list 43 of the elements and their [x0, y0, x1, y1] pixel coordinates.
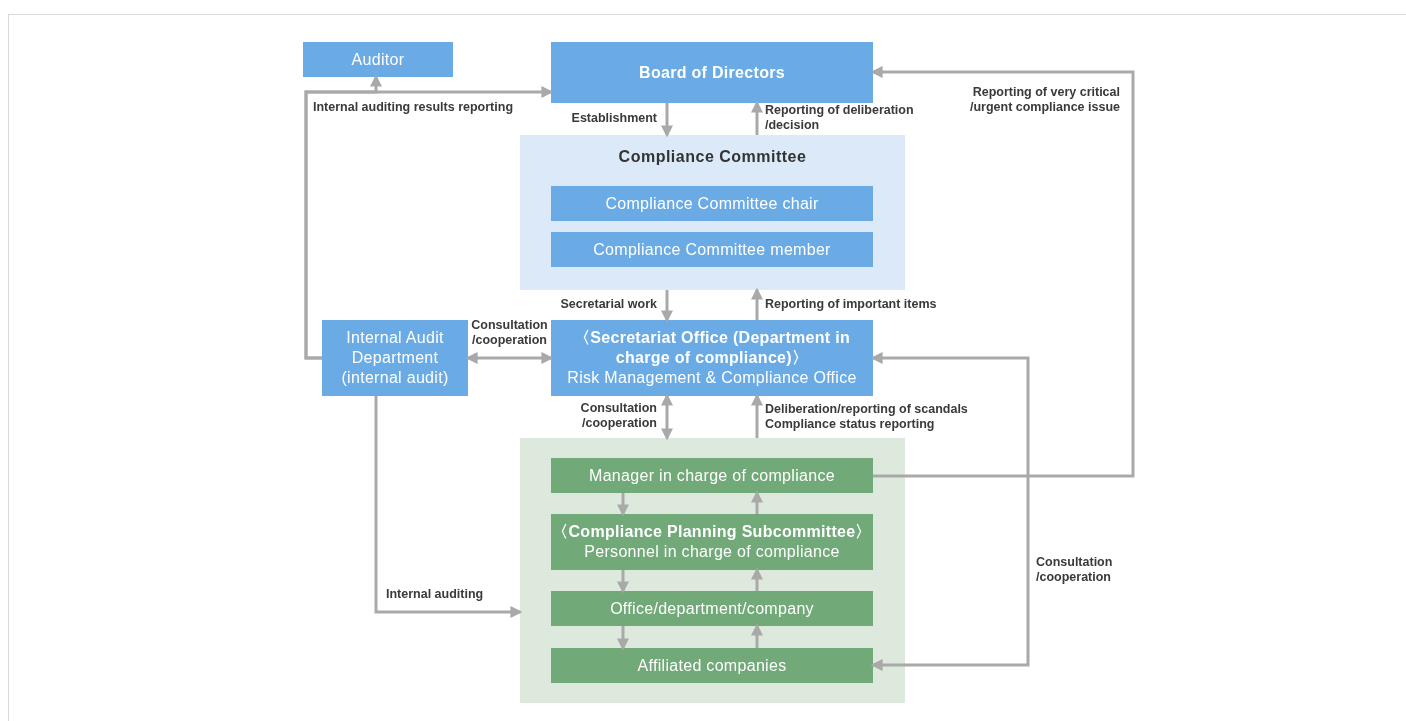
edge-label: Consultation /cooperation — [469, 318, 550, 348]
org-box — [551, 186, 873, 221]
org-box — [322, 320, 468, 396]
box-label: Compliance Committee chair — [605, 193, 819, 214]
org-box — [551, 42, 873, 103]
arrow — [751, 567, 763, 591]
org-box — [551, 591, 873, 626]
org-box — [303, 42, 453, 77]
arrow — [617, 570, 629, 594]
arrow — [751, 490, 763, 514]
org-box — [551, 514, 873, 570]
box-label: Office/department/company — [610, 598, 814, 619]
box-label: Affiliated companies — [637, 655, 787, 676]
org-box — [551, 232, 873, 267]
box-label: Board of Directors — [639, 62, 785, 83]
box-label: 〈Compliance Planning Subcommittee〉 — [552, 522, 872, 542]
box-label: 〈Secretariat Office (Department in charge of compliance)〉 — [572, 328, 852, 368]
org-box — [551, 458, 873, 493]
arrow — [870, 66, 1135, 478]
org-box — [551, 320, 873, 396]
org-box — [551, 648, 873, 683]
arrow — [751, 623, 763, 648]
box-label: Risk Management & Compliance Office — [567, 368, 857, 388]
arrow — [661, 393, 673, 441]
arrow — [304, 86, 554, 360]
arrow — [617, 493, 629, 517]
arrow — [751, 287, 763, 320]
arrow — [661, 290, 673, 323]
box-label: Manager in charge of compliance — [589, 465, 835, 486]
arrow — [751, 100, 763, 135]
box-label: Compliance Committee member — [593, 239, 831, 260]
arrow — [374, 396, 523, 618]
committee-panel — [520, 135, 905, 290]
box-label: Personnel in charge of compliance — [584, 542, 840, 562]
arrow — [465, 352, 554, 364]
box-label: Internal Audit Department (internal audit) — [340, 328, 450, 388]
group-panel — [520, 438, 905, 703]
arrow — [661, 103, 673, 138]
arrow — [751, 393, 763, 438]
arrow — [870, 352, 1030, 671]
arrow — [617, 626, 629, 651]
panel-title: Compliance Committee — [618, 147, 807, 167]
box-label: Auditor — [351, 49, 405, 70]
